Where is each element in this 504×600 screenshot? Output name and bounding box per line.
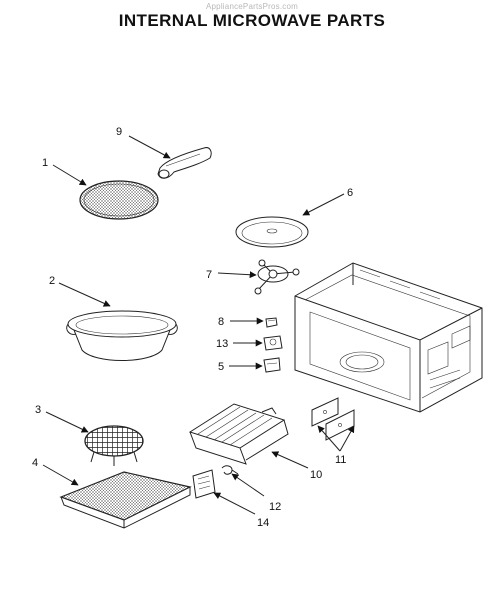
diagram-title: INTERNAL MICROWAVE PARTS xyxy=(118,11,386,30)
callout-5: 5 xyxy=(218,361,224,373)
callout-3: 3 xyxy=(35,404,41,416)
callout-1: 1 xyxy=(42,157,48,169)
callout-10: 10 xyxy=(310,469,322,481)
callout-2: 2 xyxy=(49,275,55,287)
callout-7: 7 xyxy=(206,269,212,281)
callout-13: 13 xyxy=(216,338,228,350)
part-2-roasting-dish xyxy=(66,310,178,361)
part-13-switch xyxy=(263,335,283,351)
part-14-label xyxy=(192,469,216,499)
leader-lines xyxy=(42,135,355,515)
part-9-handle xyxy=(157,147,212,179)
callout-14: 14 xyxy=(257,517,269,529)
microwave-cavity xyxy=(294,262,483,413)
part-7-turntable-support xyxy=(254,259,300,295)
callout-8: 8 xyxy=(218,316,224,328)
callout-labels: 9 1 6 7 2 8 13 5 3 11 4 10 12 14 xyxy=(32,126,353,529)
callout-6: 6 xyxy=(347,187,353,199)
part-3-grill-rack xyxy=(84,425,144,466)
part-1-crisper-pan xyxy=(79,180,159,220)
part-11-brackets xyxy=(311,397,355,441)
callout-4: 4 xyxy=(32,457,38,469)
part-6-turntable xyxy=(235,216,309,248)
part-5-switch xyxy=(263,357,281,373)
part-10-oven-rack xyxy=(188,403,289,465)
watermark-text: AppliancePartsPros.com xyxy=(206,2,298,11)
callout-11: 11 xyxy=(335,454,346,466)
callout-12: 12 xyxy=(269,501,281,513)
part-4-tray xyxy=(59,471,192,529)
part-8-clip xyxy=(265,317,278,328)
callout-9: 9 xyxy=(116,126,122,138)
part-12-hook xyxy=(221,465,239,475)
